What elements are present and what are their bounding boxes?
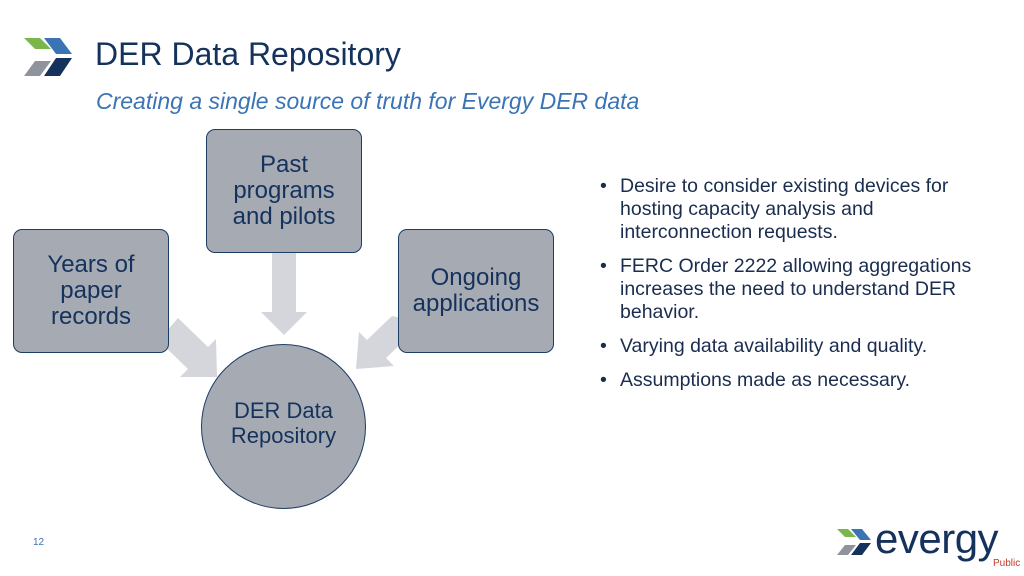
- circle-der-repository: DER Data Repository: [201, 344, 366, 509]
- box-past-line-1: Past: [259, 151, 309, 178]
- bullet-item: •Desire to consider existing devices for…: [600, 175, 949, 243]
- page-title: DER Data Repository: [95, 36, 401, 72]
- box-years-line-2: paper: [60, 277, 122, 304]
- bullet-dot-icon: •: [600, 255, 607, 277]
- box-paper-records: Years of paper records: [13, 229, 169, 353]
- evergy-brand-chevron-icon: [837, 529, 871, 555]
- box-ongoing-line-2: applications: [412, 290, 540, 317]
- arrow-down: [261, 253, 307, 335]
- page-subtitle: Creating a single source of truth for Ev…: [96, 88, 640, 114]
- classification-label: Public: [993, 558, 1021, 569]
- evergy-wordmark: evergy: [875, 515, 999, 562]
- bullet-item: •Varying data availability and quality.: [600, 335, 928, 357]
- box-years-line-1: Years of: [47, 251, 135, 278]
- circle-line-1: DER Data: [233, 397, 334, 423]
- evergy-chevron-logo-icon: [24, 38, 72, 76]
- box-ongoing-applications: Ongoing applications: [398, 229, 554, 353]
- box-ongoing-line-1: Ongoing: [430, 264, 522, 291]
- bullet-dot-icon: •: [600, 369, 607, 391]
- box-past-line-2: programs: [233, 177, 335, 204]
- bullet-item: •Assumptions made as necessary.: [600, 369, 911, 391]
- bullet-dot-icon: •: [600, 335, 607, 357]
- bullet-item: •FERC Order 2222 allowing aggregations i…: [600, 255, 972, 323]
- bullet-list: •Desire to consider existing devices for…: [600, 175, 1010, 403]
- bullet-dot-icon: •: [600, 175, 607, 197]
- page-number: 12: [33, 537, 45, 548]
- box-past-programs: Past programs and pilots: [206, 129, 362, 253]
- arrow-from-left: [158, 318, 217, 377]
- box-years-line-3: records: [50, 303, 132, 330]
- circle-line-2: Repository: [230, 422, 337, 448]
- box-past-line-3: and pilots: [232, 203, 336, 230]
